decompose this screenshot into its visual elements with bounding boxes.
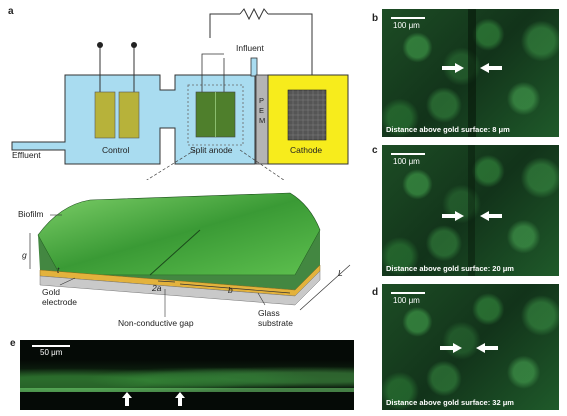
micrograph-e: 50 μm: [20, 340, 354, 410]
left-arrow-icon: [476, 343, 498, 353]
right-arrow-icon: [442, 211, 464, 221]
panel-label-d: d: [372, 287, 379, 298]
scale-bar: [32, 345, 70, 347]
b-dimension-label: b: [228, 285, 233, 295]
panel-label-a: a: [8, 6, 14, 17]
up-arrow-icon: [122, 392, 132, 406]
right-arrow-icon: [442, 63, 464, 73]
2a-dimension-label: 2a: [152, 283, 162, 293]
biofilm-label: Biofilm: [18, 209, 44, 219]
panel-label-e: e: [10, 338, 16, 349]
control-label: Control: [102, 145, 130, 155]
left-arrow-icon: [480, 211, 502, 221]
cathode-label: Cathode: [290, 145, 323, 155]
caption-d: Distance above gold surface: 32 μm: [386, 398, 514, 407]
split-anode-label: Split anode: [190, 145, 233, 155]
panel-label-c: c: [372, 145, 378, 156]
effluent-label: Effluent: [12, 150, 41, 160]
g-dimension-label: g: [22, 250, 27, 260]
scale-label-c: 100 μm: [393, 157, 420, 166]
biofilm-cross-section: [29, 192, 351, 317]
scale-label-d: 100 μm: [393, 296, 420, 305]
scale-label-b: 100 μm: [393, 21, 420, 30]
left-arrow-icon: [480, 63, 502, 73]
up-arrow-icon: [175, 392, 185, 406]
pem-label: PEM: [259, 96, 266, 125]
micrograph-b: 100 μm Distance above gold surface: 8 μm: [382, 9, 559, 137]
micrograph-d: 100 μm Distance above gold surface: 32 μ…: [382, 284, 559, 410]
t-dimension-label: t: [57, 265, 60, 275]
gold-electrode-label: Gold electrode: [42, 287, 77, 307]
L-dimension-label: L: [338, 268, 343, 278]
influent-label: Influent: [236, 43, 264, 53]
non-conductive-gap-label: Non-conductive gap: [118, 318, 194, 328]
scale-label-e: 50 μm: [40, 348, 63, 357]
caption-b: Distance above gold surface: 8 μm: [386, 125, 510, 134]
scale-bar: [391, 292, 425, 294]
reactor-schematic: [11, 7, 349, 180]
micrograph-c: 100 μm Distance above gold surface: 20 μ…: [382, 145, 559, 276]
right-arrow-icon: [440, 343, 462, 353]
panel-label-b: b: [372, 13, 379, 24]
scale-bar: [391, 153, 425, 155]
glass-substrate-label: Glass substrate: [258, 308, 293, 328]
caption-c: Distance above gold surface: 20 μm: [386, 264, 514, 273]
scale-bar: [391, 17, 425, 19]
